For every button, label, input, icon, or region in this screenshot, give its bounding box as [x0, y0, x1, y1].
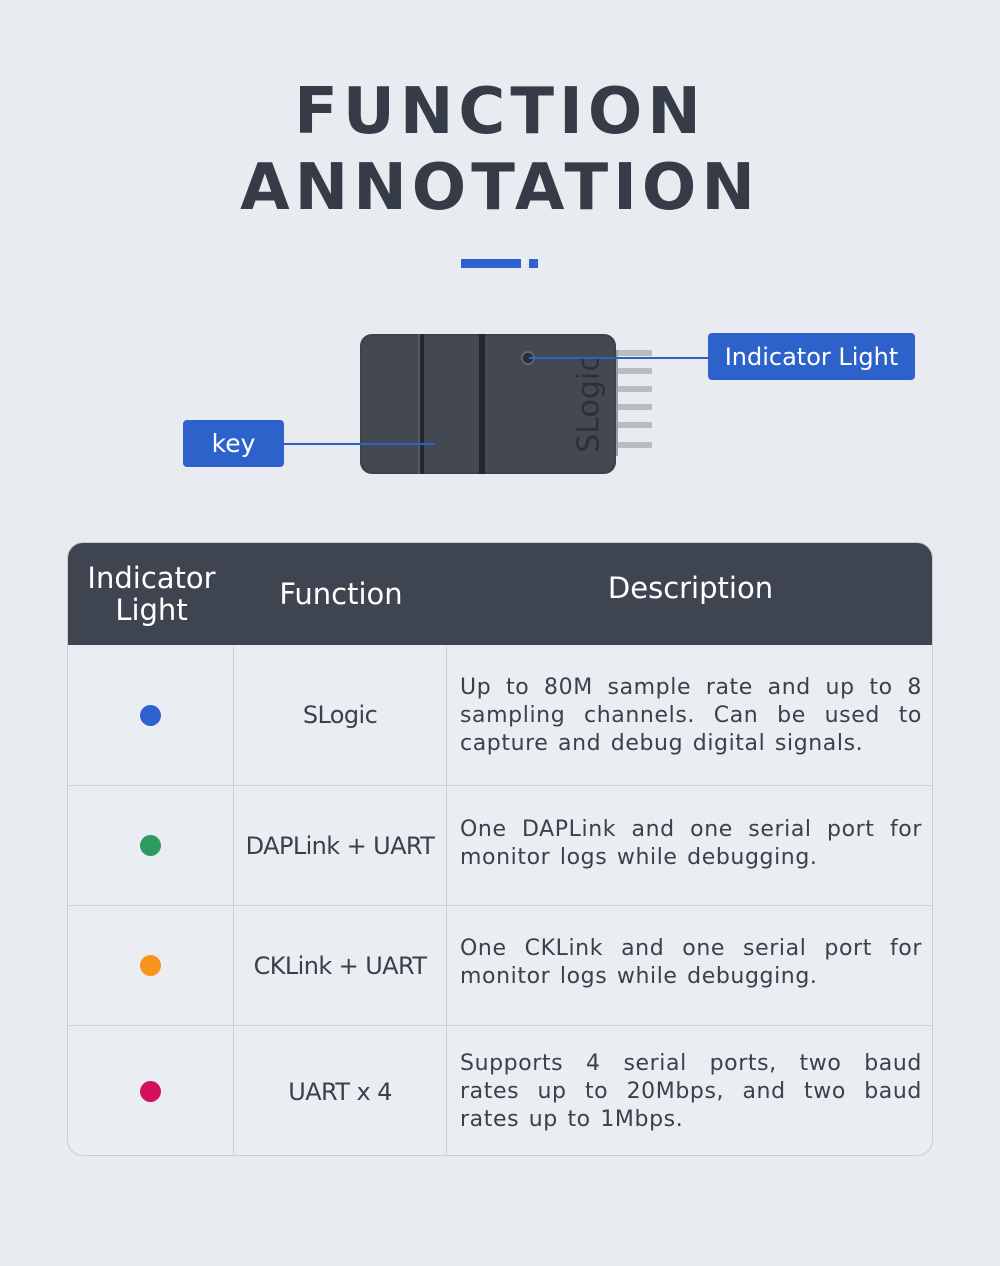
key-callout: key [183, 420, 284, 467]
function-cell: CKLink + UART [233, 906, 446, 1025]
function-cell: DAPLink + UART [233, 786, 446, 905]
table-row: SLogic Up to 80M sample rate and up to 8… [68, 645, 932, 785]
green-indicator-icon [140, 835, 161, 856]
table-row: UART x 4 Supports 4 serial ports, two ba… [68, 1025, 932, 1155]
title-accent-bar [461, 259, 521, 268]
blue-indicator-icon [140, 704, 161, 726]
key-leader-line [283, 443, 435, 445]
page-title-line-1: FUNCTION [294, 75, 706, 149]
table-row: DAPLink + UART One DAPLink and one seria… [68, 785, 932, 905]
description-cell: Supports 4 serial ports, two baud rates … [460, 1051, 922, 1132]
table-row: CKLink + UART One CKLink and one serial … [68, 905, 932, 1025]
description-cell: Up to 80M sample rate and up to 8 sampli… [460, 675, 922, 756]
title-accent-dot [529, 259, 538, 268]
function-cell: SLogic [233, 645, 446, 785]
device-brand-text: SLogic [572, 355, 607, 452]
orange-indicator-icon [140, 955, 161, 976]
indicator-light-leader-line [529, 357, 709, 359]
indicator-light-callout: Indicator Light [708, 333, 915, 380]
function-cell: UART x 4 [233, 1026, 446, 1155]
function-table: Indicator Light Function Description SLo… [67, 542, 933, 1156]
header-description: Description [607, 570, 774, 605]
header-function: Function [279, 576, 403, 611]
page-title-line-2: ANNOTATION [240, 151, 760, 225]
description-cell: One CKLink and one serial port for monit… [460, 936, 922, 989]
description-cell: One DAPLink and one serial port for moni… [460, 817, 922, 870]
table-header: Indicator Light Function Description [68, 543, 932, 645]
header-indicator-light: Indicator Light [87, 560, 216, 627]
magenta-indicator-icon [140, 1081, 161, 1102]
slogic-device: SLogic [360, 334, 616, 474]
